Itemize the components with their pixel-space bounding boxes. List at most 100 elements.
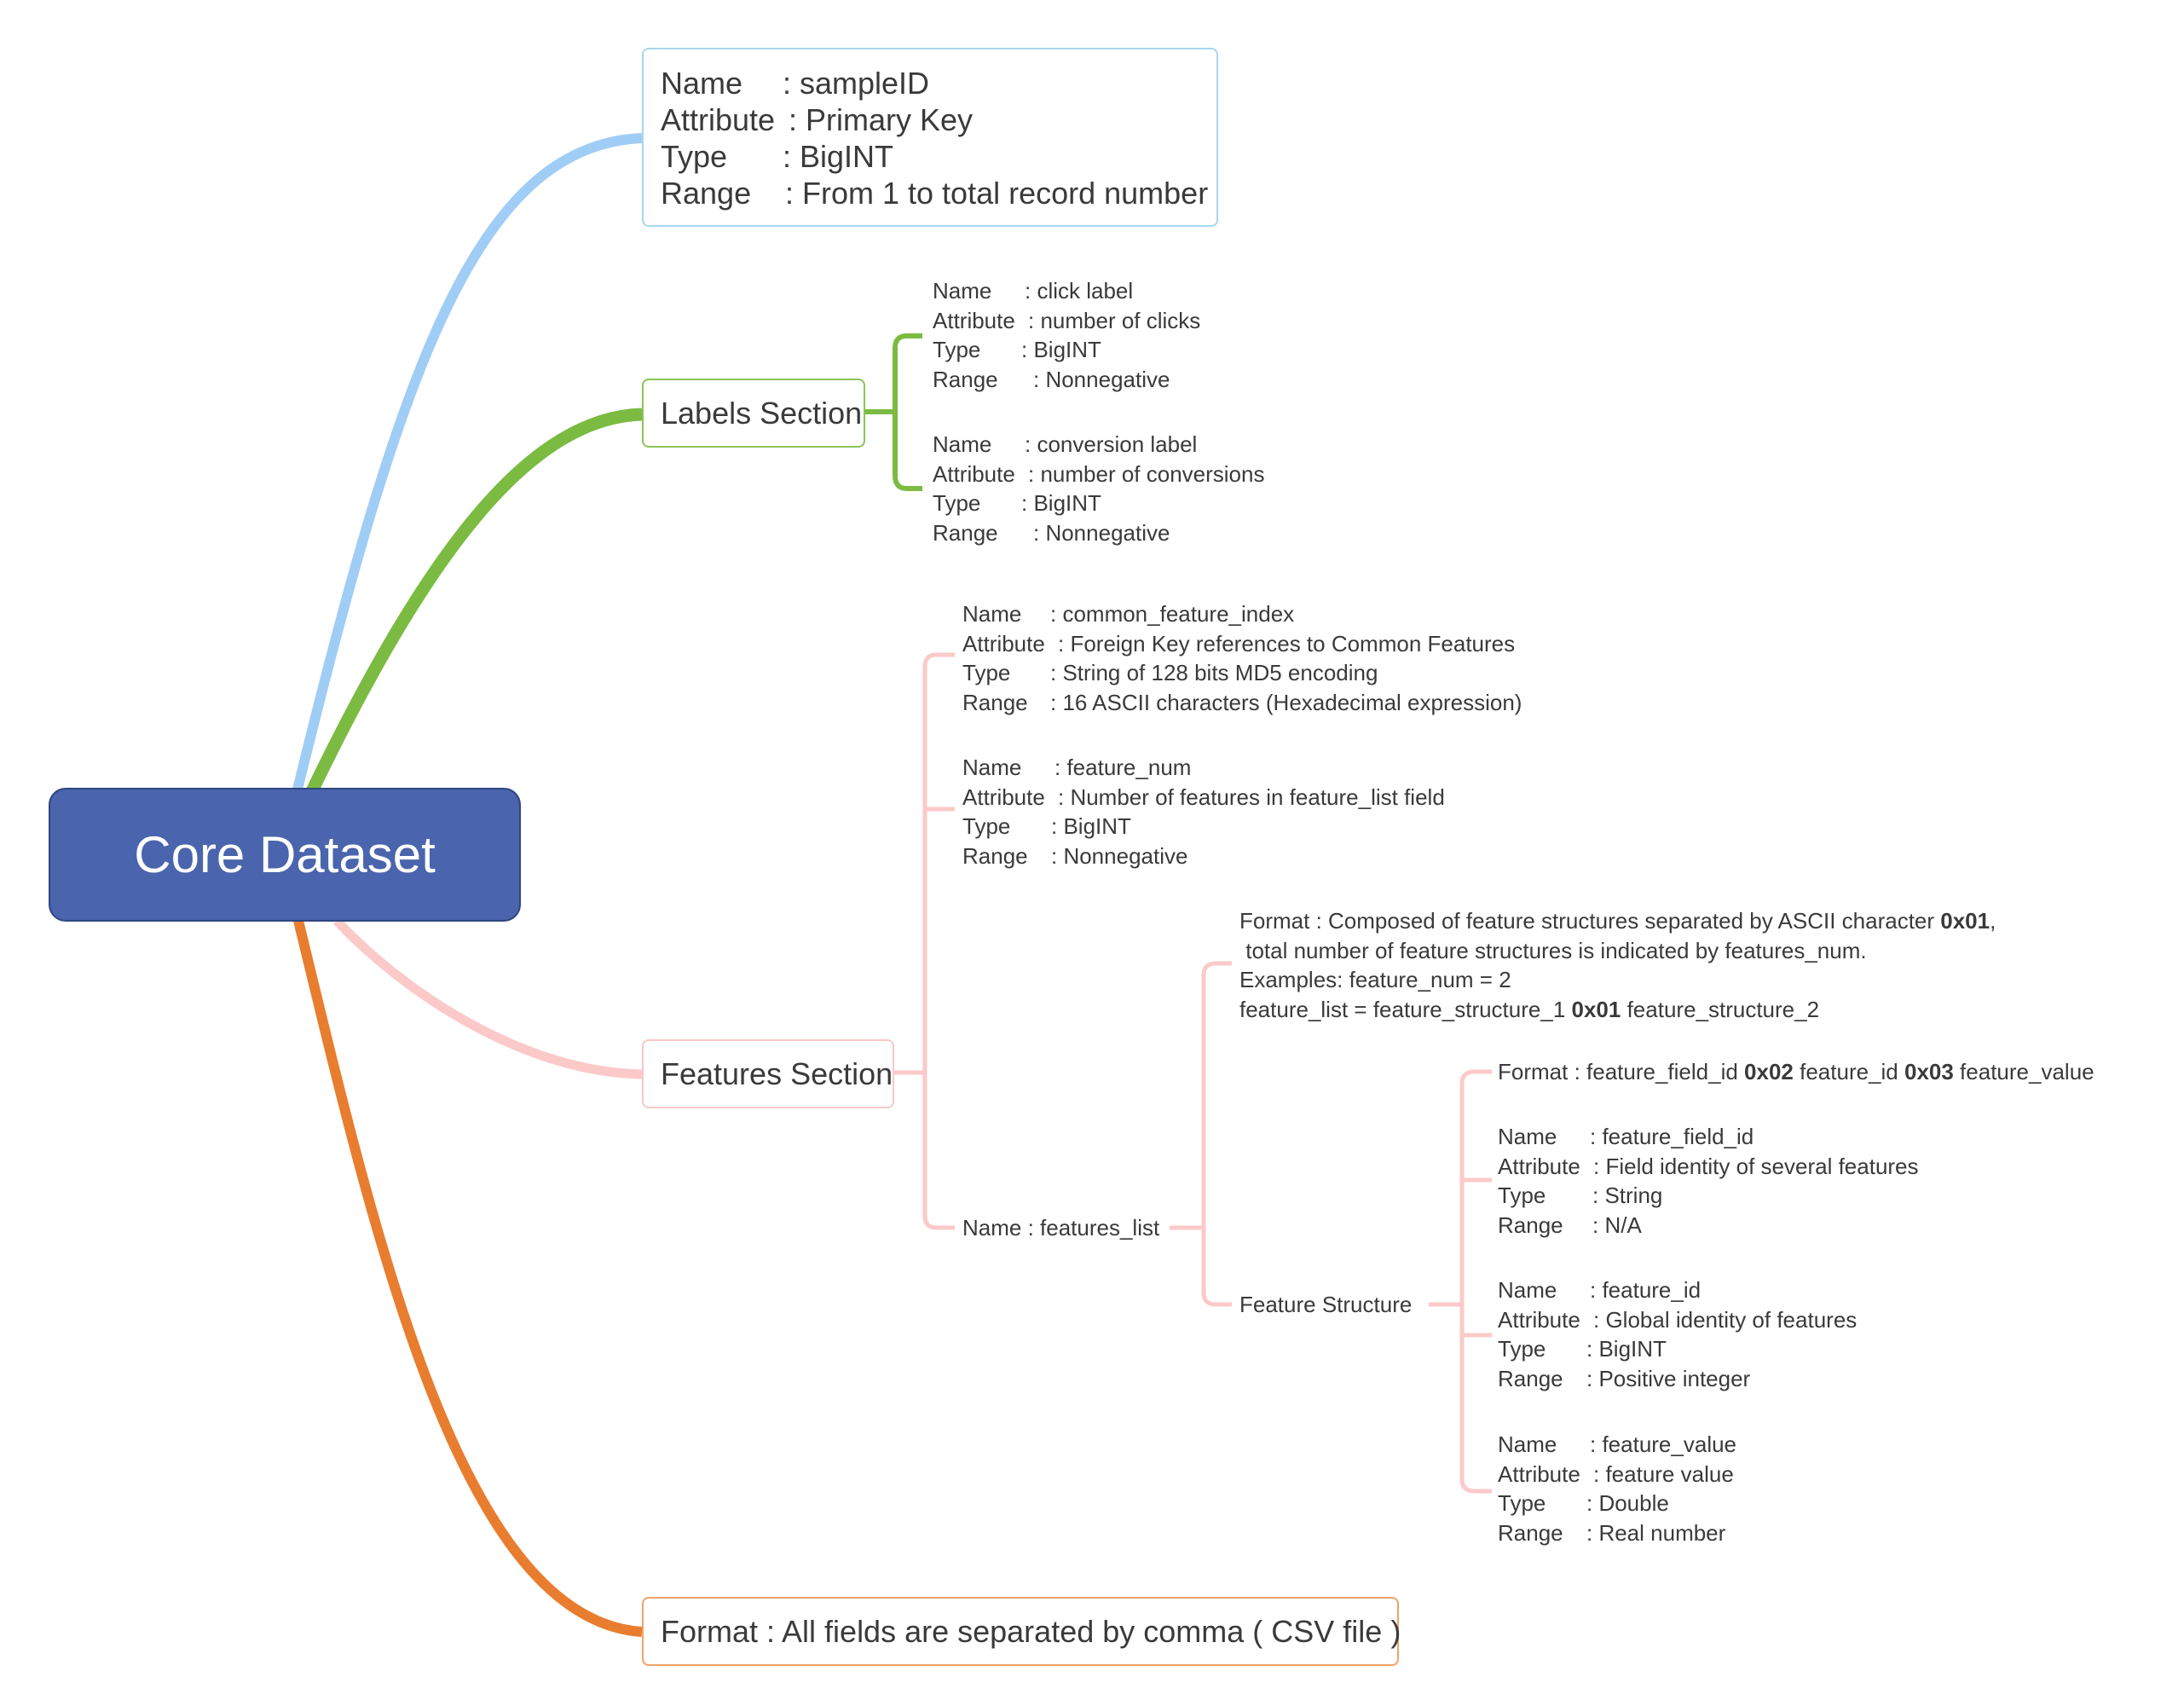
branch-link-format — [293, 919, 643, 1637]
branch-link-labels — [305, 408, 643, 796]
field-value: : feature_field_id — [1590, 1124, 1754, 1149]
format-text: , — [1990, 908, 1996, 934]
root-title: Core Dataset — [134, 826, 436, 883]
field-key: Range — [1498, 1519, 1563, 1546]
field-key: Range — [962, 842, 1028, 869]
format-text: Format : Composed of feature structures … — [1239, 908, 1941, 934]
sampleid-node[interactable]: Name : sampleID Attribute : Primary Key … — [642, 48, 1218, 227]
sampleid-attribute-row: Attribute : Primary Key — [661, 101, 1216, 138]
field-key: Range — [661, 176, 752, 211]
example-text: feature_list = feature_structure_1 — [1239, 996, 1572, 1022]
field-key: Type — [933, 490, 981, 516]
features-section-node[interactable]: Features Section — [642, 1039, 894, 1108]
field-value: : common_feature_index — [1050, 601, 1295, 627]
field-value: : BigINT — [1021, 337, 1101, 362]
field-key: Attribute — [1498, 1460, 1580, 1487]
field-value: : N/A — [1592, 1212, 1642, 1238]
field-key: Type — [933, 337, 981, 362]
field-value: : BigINT — [783, 139, 894, 174]
field-value: : Double — [1586, 1490, 1669, 1516]
field-key: Attribute — [962, 630, 1045, 656]
field-value: : click label — [1025, 278, 1134, 304]
separator-code: 0x01 — [1940, 908, 1990, 934]
field-value: : 16 ASCII characters (Hexadecimal expre… — [1050, 689, 1522, 715]
field-key: Range — [1498, 1212, 1563, 1238]
field-value: : number of clicks — [1028, 307, 1201, 333]
field-key: Type — [962, 813, 1011, 839]
field-key: Type — [1498, 1490, 1546, 1516]
field-value: : BigINT — [1586, 1336, 1667, 1362]
sampleid-type-row: Type : BigINT — [661, 138, 1216, 175]
field-value: : String of 128 bits MD5 encoding — [1050, 660, 1378, 685]
features-section-title: Features Section — [661, 1056, 893, 1091]
features-bracket — [894, 652, 1492, 1494]
labels-section-node[interactable]: Labels Section — [642, 379, 865, 448]
field-value: : feature value — [1593, 1460, 1734, 1487]
field-value: : BigINT — [1021, 490, 1101, 516]
example-text: feature_structure_2 — [1621, 996, 1820, 1022]
field-key: Type — [1498, 1183, 1546, 1208]
field-value: : Real number — [1586, 1519, 1726, 1546]
root-node[interactable]: Core Dataset — [49, 788, 521, 922]
field-key: Attribute — [933, 307, 1015, 333]
field-key: Name — [1498, 1124, 1557, 1149]
feature-structure-format[interactable]: Format : feature_field_id 0x02 feature_i… — [1498, 1057, 2094, 1087]
labels-bracket — [865, 333, 922, 491]
field-key: Range — [962, 689, 1028, 715]
field-value: : Global identity of features — [1593, 1306, 1858, 1333]
field-value: : Field identity of several features — [1593, 1153, 1919, 1179]
field-key: Name — [962, 601, 1022, 627]
format-text: feature_value — [1953, 1059, 2094, 1084]
field-value: : Positive integer — [1586, 1365, 1751, 1391]
field-key: Attribute — [933, 460, 1015, 487]
field-key: Name — [1498, 1277, 1557, 1303]
format-text: Format : feature_field_id — [1498, 1059, 1745, 1084]
field-key: Range — [933, 366, 998, 392]
field-key: Range — [933, 519, 998, 546]
branch-link-sampleid — [292, 133, 643, 795]
format-text: Format : All fields are separated by com… — [661, 1614, 1401, 1649]
field-value: : sampleID — [783, 66, 930, 101]
field-value: : Foreign Key references to Common Featu… — [1058, 630, 1516, 656]
format-text: feature_id — [1793, 1059, 1904, 1084]
field-value: : BigINT — [1051, 813, 1131, 839]
field-key: Attribute — [661, 102, 776, 137]
labels-section-title: Labels Section — [661, 396, 863, 431]
field-value: : conversion label — [1025, 431, 1198, 457]
separator-code: 0x01 — [1571, 996, 1621, 1022]
field-value: : Nonnegative — [1033, 519, 1170, 546]
examples-text: Examples: feature_num = 2 — [1239, 967, 1511, 992]
field-key: Attribute — [962, 784, 1045, 810]
field-value: : String — [1592, 1183, 1663, 1208]
field-value: : Nonnegative — [1033, 366, 1170, 392]
field-key: Attribute — [1498, 1306, 1580, 1333]
field-value: : Primary Key — [789, 102, 974, 137]
format-text: total number of feature structures is in… — [1239, 937, 1867, 963]
field-value: : Nonnegative — [1051, 842, 1188, 869]
field-key: Type — [661, 139, 728, 174]
separator-code: 0x03 — [1904, 1059, 1954, 1084]
field-value: : feature_num — [1054, 755, 1192, 780]
field-key: Name — [962, 755, 1022, 780]
field-value: : From 1 to total record number — [785, 176, 1209, 211]
field-value: : Number of features in feature_list fie… — [1058, 784, 1445, 810]
features-list-node[interactable]: Name : features_list — [962, 1215, 1160, 1240]
field-value: : feature_value — [1590, 1431, 1737, 1457]
feature-structure-node[interactable]: Feature Structure — [1239, 1292, 1413, 1317]
field-key: Name — [1498, 1431, 1557, 1457]
field-key: Name — [661, 66, 743, 101]
branch-link-features — [333, 917, 643, 1079]
field-value: : feature_id — [1590, 1277, 1702, 1303]
field-key: Type — [962, 660, 1011, 685]
field-key: Name — [933, 431, 992, 457]
format-node[interactable]: Format : All fields are separated by com… — [642, 1597, 1401, 1666]
separator-code: 0x02 — [1744, 1059, 1794, 1084]
sampleid-name-row: Name : sampleID — [661, 65, 1216, 101]
field-key: Range — [1498, 1365, 1563, 1391]
field-key: Type — [1498, 1336, 1546, 1362]
sampleid-range-row: Range : From 1 to total record number — [661, 175, 1216, 211]
field-key: Attribute — [1498, 1153, 1580, 1179]
field-value: : number of conversions — [1028, 460, 1265, 487]
